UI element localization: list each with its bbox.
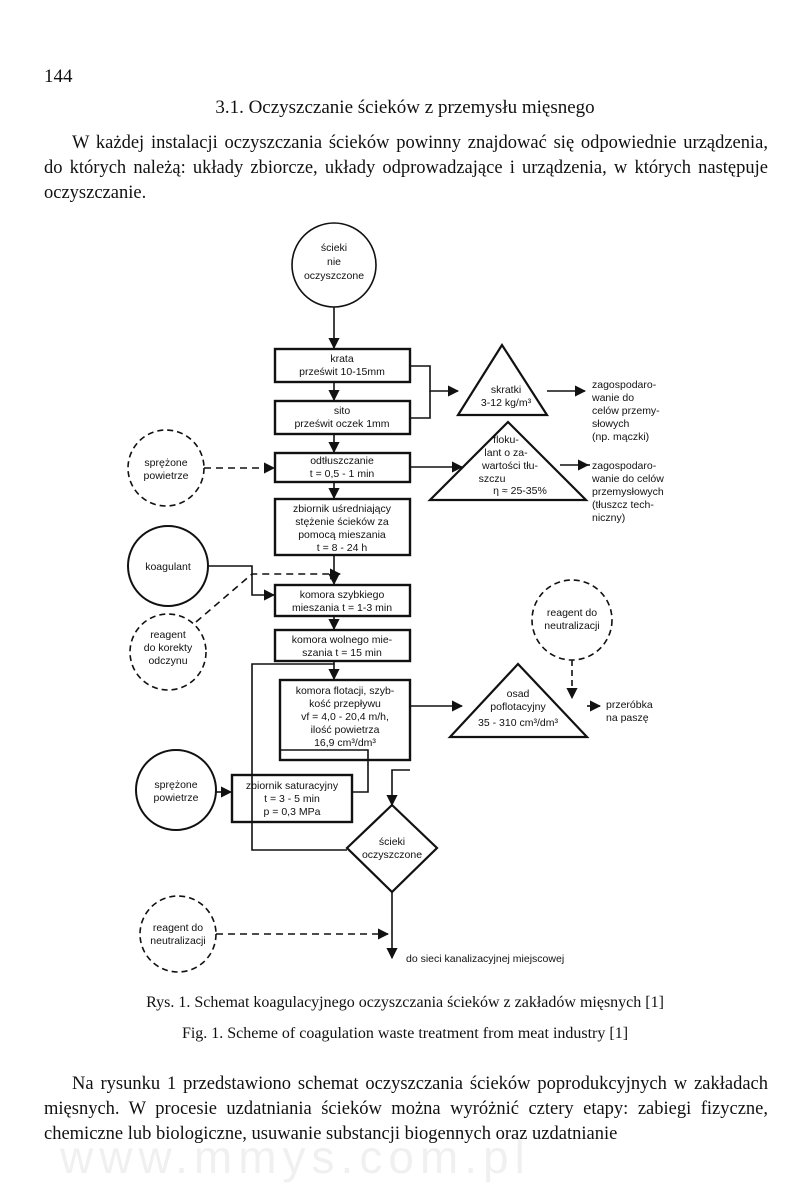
label-out-skratki-2: wanie do: [591, 392, 634, 404]
label-saturacyjny-1: zbiornik saturacyjny: [246, 780, 339, 792]
label-oczyszczone-1: ścieki: [379, 836, 405, 848]
label-korekty-3: odczynu: [148, 655, 187, 667]
label-szybkiego-2: mieszania t = 1-3 min: [292, 602, 392, 614]
intro-paragraph-text: W każdej instalacji oczyszczania ścieków…: [44, 133, 768, 203]
label-flok-5: η ≈ 25-35%: [493, 485, 547, 497]
label-sito-2: prześwit oczek 1mm: [294, 418, 389, 430]
label-krata-1: krata: [330, 353, 354, 365]
node-flokulant-shape: [427, 420, 589, 502]
label-zbiornik-3: pomocą mieszania: [298, 529, 386, 541]
node-komora-wolnego-shape: [273, 628, 412, 663]
label-flok-1: floku-: [493, 434, 519, 446]
node-zbiornik-shape: [273, 497, 412, 557]
label-korekty-2: do korekty: [144, 642, 193, 654]
node-flotacja-shape: [278, 678, 412, 762]
label-start-3: oczyszczone: [304, 270, 364, 282]
label-zbiornik-1: zbiornik uśredniający: [293, 503, 392, 515]
label-out-skratki-5: (np. mączki): [592, 431, 649, 443]
label-saturacyjny-3: p = 0,3 MPa: [264, 806, 321, 818]
node-reagent-neutr2-shape: [139, 895, 217, 973]
section-title: 3.1. Oczyszczanie ścieków z przemysłu mi…: [215, 97, 595, 118]
label-flotacja-4: ilość powietrza: [311, 724, 380, 736]
label-out-tluszcz-1: zagospodaro-: [592, 460, 657, 472]
label-start-2: nie: [327, 256, 341, 268]
label-koagulant: koagulant: [145, 561, 191, 573]
label-neutr2-1: reagent do: [153, 922, 203, 934]
body-paragraph-text: Na rysunku 1 przedstawiono schemat oczys…: [44, 1074, 768, 1144]
label-flotacja-1: komora flotacji, szyb-: [296, 685, 395, 697]
label-szybkiego-1: komora szybkiego: [300, 589, 385, 601]
node-osad-shape: [447, 662, 590, 739]
label-flotacja-3: vf = 4,0 - 20,4 m/h,: [301, 711, 389, 723]
caption-polish: Rys. 1. Schemat koagulacyjnego oczyszcza…: [146, 994, 664, 1011]
label-out-skratki-4: słowych: [592, 418, 630, 430]
label-powietrze1-1: sprężone: [144, 457, 187, 469]
label-oczyszczone-2: oczyszczone: [362, 849, 422, 861]
label-zbiornik-2: stężenie ścieków za: [295, 516, 389, 528]
label-final: do sieci kanalizacyjnej miejscowej: [406, 953, 564, 965]
node-powietrze2-shape: [135, 749, 217, 831]
intro-paragraph: W każdej instalacji oczyszczania ścieków…: [44, 131, 768, 206]
body-paragraph: Na rysunku 1 przedstawiono schemat oczys…: [44, 1072, 768, 1147]
node-reagent-korekty-shape: [129, 613, 207, 691]
label-out-tluszcz-5: niczny): [592, 512, 625, 524]
label-out-osad-1: przeróbka: [606, 699, 653, 711]
node-saturacyjny-shape: [230, 773, 354, 824]
label-flok-3: wartości tłu-: [481, 460, 539, 472]
label-flok-2: lant o za-: [484, 447, 528, 459]
label-zbiornik-4: t = 8 - 24 h: [317, 542, 368, 554]
caption-english: Fig. 1. Scheme of coagulation waste trea…: [181, 1025, 629, 1042]
label-powietrze1-2: powietrze: [144, 470, 189, 482]
label-flotacja-2: kość przepływu: [309, 698, 381, 710]
label-osad-2: poflotacyjny: [490, 701, 546, 713]
label-out-skratki-3: celów przemy-: [592, 405, 660, 417]
label-odtl-2: t = 0,5 - 1 min: [310, 468, 375, 480]
label-osad-1: osad: [507, 688, 530, 700]
label-out-tluszcz-4: (tłuszcz tech-: [592, 499, 654, 511]
label-krata-2: prześwit 10-15mm: [299, 366, 385, 378]
label-wolnego-2: szania t = 15 min: [302, 647, 382, 659]
label-out-osad-2: na paszę: [606, 712, 649, 724]
label-skratki-1: skratki: [491, 384, 521, 396]
label-flok-4: szczu: [479, 473, 506, 485]
label-out-skratki-1: zagospodaro-: [592, 379, 657, 391]
label-flotacja-5: 16,9 cm³/dm³: [314, 737, 376, 749]
label-start-1: ścieki: [321, 242, 347, 254]
label-osad-3: 35 - 310 cm³/dm³: [478, 717, 558, 729]
label-korekty-1: reagent: [150, 629, 186, 641]
label-skratki-2: 3-12 kg/m³: [481, 397, 532, 409]
label-powietrze2-1: sprężone: [154, 779, 197, 791]
label-odtl-1: odtłuszczanie: [310, 455, 374, 467]
label-out-tluszcz-3: przemysłowych: [592, 486, 664, 498]
label-saturacyjny-2: t = 3 - 5 min: [264, 793, 320, 805]
label-out-tluszcz-2: wanie do celów: [591, 473, 664, 485]
label-neutr1-1: reagent do: [547, 607, 597, 619]
label-powietrze2-2: powietrze: [154, 792, 199, 804]
label-neutr2-2: neutralizacji: [150, 935, 205, 947]
label-wolnego-1: komora wolnego mie-: [292, 634, 393, 646]
page-number: 144: [44, 66, 73, 87]
watermark: www.mmys.com.pl: [60, 1131, 531, 1183]
label-sito-1: sito: [334, 405, 351, 417]
label-neutr1-2: neutralizacji: [544, 620, 599, 632]
node-skratki-shape: [456, 342, 550, 417]
